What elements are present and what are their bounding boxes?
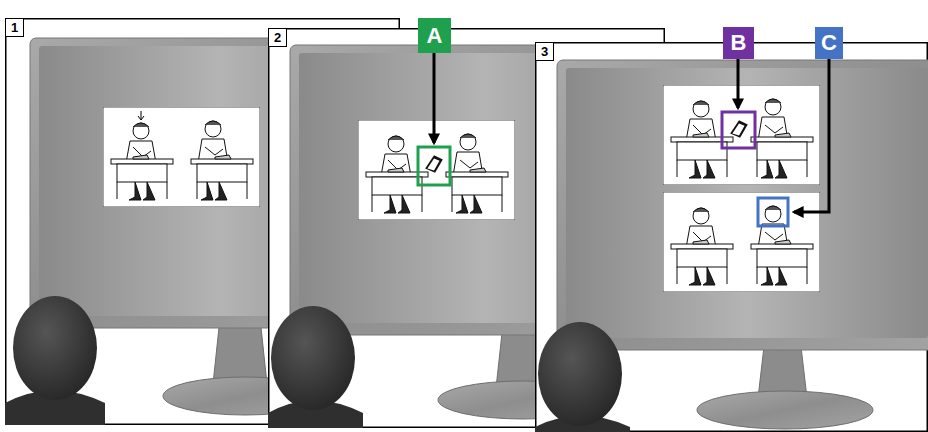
- stimulus-image: [358, 120, 515, 220]
- book-object: [425, 155, 443, 173]
- viewer-head: [535, 322, 630, 432]
- highlight-box: [722, 112, 755, 148]
- callout-letter: A: [418, 18, 451, 53]
- viewer-head: [5, 296, 105, 425]
- node-text: 3: [541, 45, 548, 58]
- panel-frame: [536, 43, 928, 432]
- panel-number: 3: [535, 42, 554, 61]
- highlight-box: [758, 198, 788, 226]
- pointer-arrow: [737, 59, 740, 108]
- panel-number: 1: [5, 18, 24, 37]
- pointer-arrow: [433, 53, 436, 143]
- cue-arrow: [138, 111, 144, 120]
- pointer-arrow: [794, 59, 829, 212]
- panel-number: 2: [268, 28, 287, 47]
- callout-letter: B: [723, 27, 754, 59]
- highlight-box: [418, 147, 450, 185]
- node-text: B: [731, 32, 747, 54]
- stimulus-image: [663, 85, 820, 185]
- stimulus-image: [103, 107, 260, 207]
- node-text: 1: [11, 21, 18, 34]
- stimulus-image: [663, 192, 820, 292]
- callout-letter: C: [815, 27, 843, 59]
- node-text: 2: [274, 31, 281, 44]
- scene-panel: [535, 42, 928, 432]
- viewer-head: [268, 306, 363, 428]
- book-object: [730, 120, 748, 138]
- node-text: C: [821, 32, 837, 54]
- node-text: A: [427, 25, 443, 47]
